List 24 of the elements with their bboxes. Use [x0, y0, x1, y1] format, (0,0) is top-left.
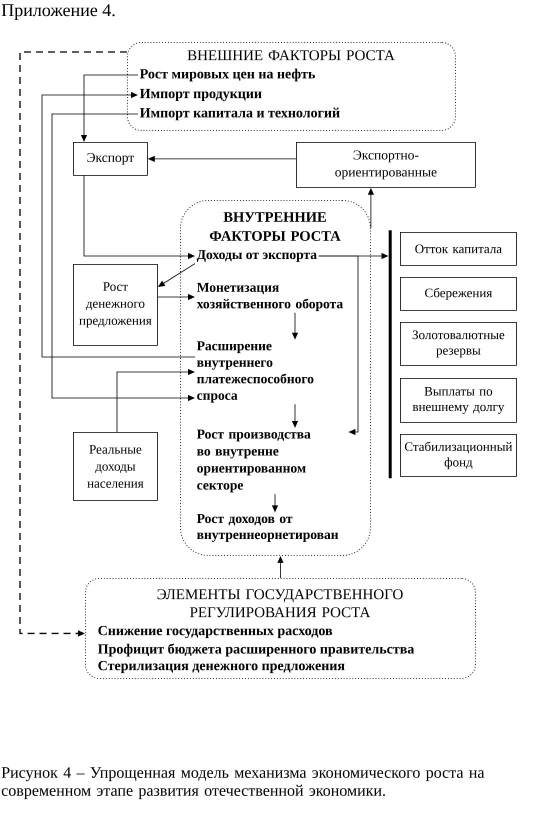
factor-item: Расширение внутреннего платежеспособного спроса: [196, 341, 314, 403]
factor-item: Стерилизация денежного предложения: [98, 660, 345, 674]
process-box: Стабилизационный фонд: [400, 434, 517, 477]
process-box: Сбережения: [400, 277, 517, 311]
process-box: Выплаты по внешнему долгу: [400, 378, 517, 423]
process-box: Рост денежного предложения: [73, 264, 158, 346]
figure-caption: Рисунок 4 – Упрощенная модель механизма экономического роста на современном этапе развития отечественной экономики.: [2, 767, 484, 800]
process-box: Реальные доходы населения: [73, 432, 158, 501]
factor-item: Рост мировых цен на нефть: [140, 68, 315, 82]
arrow: [318, 256, 358, 436]
factor-item: Профицит бюджета расширенного правительства: [98, 644, 414, 656]
factor-item: Импорт продукции: [140, 88, 262, 102]
arrow: [42, 92, 196, 358]
factor-item: Рост доходов от внутреннеорнетирован: [196, 514, 338, 542]
process-box: Отток капитала: [400, 232, 517, 266]
heading: Приложение 4.: [2, 4, 115, 20]
factor-item: Рост производства во внутренне ориентированном секторе: [196, 430, 311, 492]
factor-item: Снижение государственных расходов: [98, 626, 332, 638]
factor-item: Монетизация хозяйственного оборота: [196, 282, 343, 312]
process-box: Экспорт: [73, 142, 148, 176]
process-box: Экспортно-ориентированные: [296, 142, 476, 188]
process-box: Золотовалютные резервы: [400, 322, 517, 366]
factor-item: Доходы от экспорта: [196, 250, 317, 262]
factor-item: Импорт капитала и технологий: [140, 108, 340, 120]
